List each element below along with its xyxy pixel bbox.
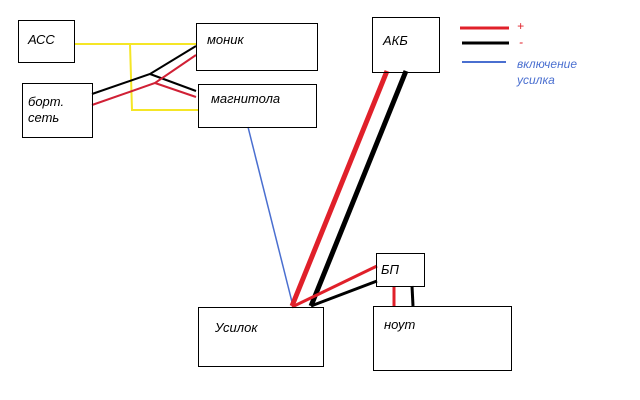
head-unit-block — [198, 84, 317, 128]
psu-minus-wire — [310, 279, 378, 308]
psu-block — [376, 253, 425, 287]
acc-wire — [74, 43, 198, 111]
head-unit-label: магнитола — [211, 91, 281, 106]
psu-plus-wire — [291, 264, 378, 309]
battery-minus-wire — [308, 70, 409, 307]
legend-amp-on-label-line2: усилка — [517, 73, 555, 87]
onboard-network-block — [22, 83, 93, 138]
laptop-minus-wire — [410, 285, 415, 307]
red-power-wire — [91, 54, 197, 106]
amp-on-wire — [247, 126, 294, 307]
battery-plus-wire — [289, 70, 390, 307]
monitor-block — [196, 23, 318, 71]
amplifier-label: Усилок — [215, 320, 258, 335]
legend-amp-on-label-line1: включение — [517, 57, 578, 71]
battery-label: АКБ — [383, 33, 408, 48]
laptop-block — [373, 306, 512, 371]
legend-minus-label: - — [519, 35, 523, 49]
psu-label: БП — [381, 262, 399, 277]
monitor-label: моник — [207, 32, 244, 47]
acc-block — [18, 20, 75, 63]
legend-plus-label: + — [517, 19, 525, 33]
onboard-label-line1: борт. — [28, 94, 65, 109]
black-power-wire — [91, 45, 197, 95]
onboard-label-line2: сеть — [28, 110, 60, 125]
laptop-label: ноут — [384, 317, 416, 332]
acc-label: АСС — [28, 32, 55, 47]
amplifier-block — [198, 307, 324, 367]
battery-block — [372, 17, 440, 73]
